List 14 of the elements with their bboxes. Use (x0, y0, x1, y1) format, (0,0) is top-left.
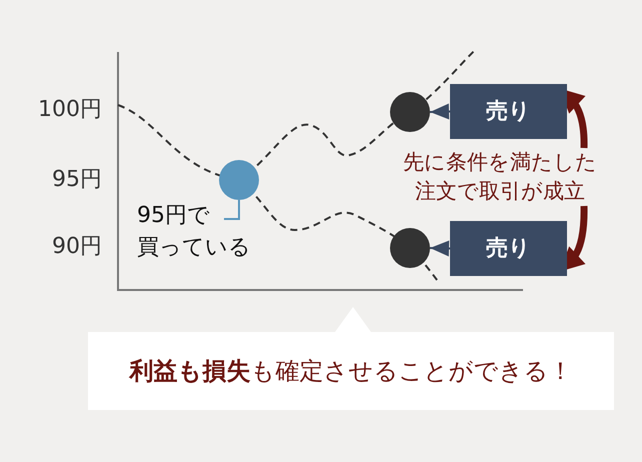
pointer-tail (430, 240, 450, 256)
axis-label: 95円 (51, 166, 102, 194)
note-text: 95円で買っている (135, 200, 253, 270)
note-text: 先に条件を満たした注文で取引が成立 (400, 148, 600, 206)
sell-point-circle (390, 228, 430, 268)
axis-label: 90円 (51, 233, 102, 261)
sell-point-circle (390, 92, 430, 132)
leader-line (224, 200, 240, 220)
callout-box: 利益も損失も確定させることができる！ (88, 307, 614, 410)
buy-point-circle (219, 160, 259, 200)
axis-label: 100円 (37, 96, 102, 124)
sell-label-box: 売り (450, 84, 567, 139)
pointer-tail (430, 104, 450, 120)
sell-label-box: 売り (450, 221, 567, 276)
